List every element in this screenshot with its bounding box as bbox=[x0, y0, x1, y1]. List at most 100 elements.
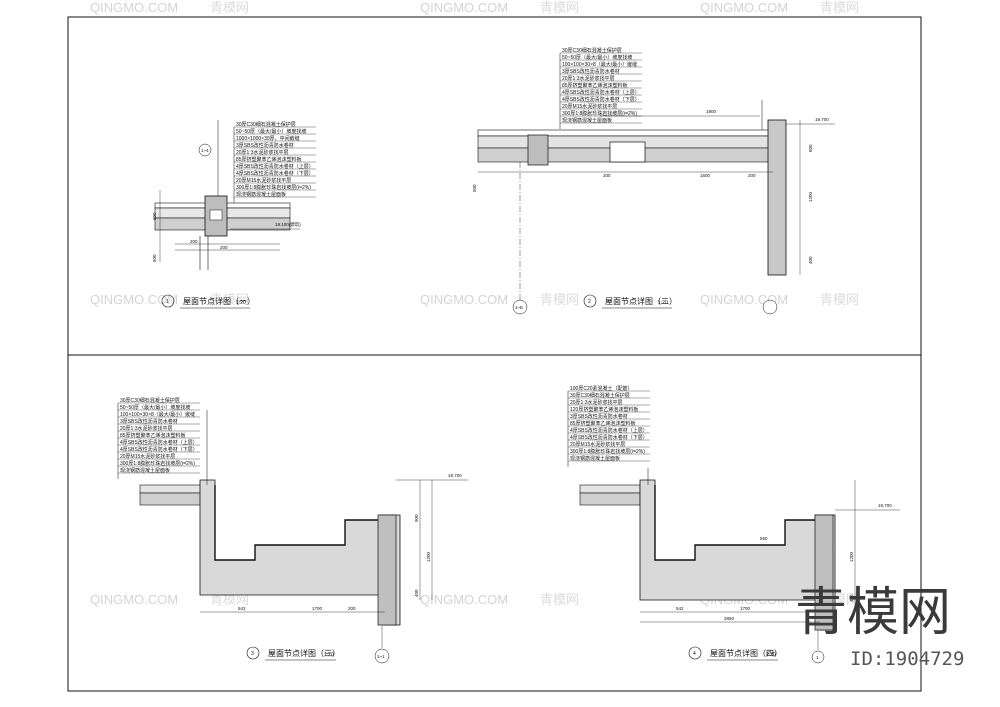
layer-callout-text: 1000×1000×30厚，中间嵌缝 bbox=[236, 135, 300, 142]
layer-callout-text: 20厚M15水泥砂浆找平层 bbox=[120, 453, 175, 460]
detail-2: 30厚C30细石混凝土保护层50~50厚（最大/最小）坡度找坡100×100×3… bbox=[472, 47, 835, 315]
d3-dim-d: 900 bbox=[414, 514, 419, 522]
layer-callout-text: 3厚SBS改性沥青防水卷材 bbox=[570, 413, 628, 420]
watermark-chinese: 青模网 bbox=[540, 293, 579, 308]
d1-dim-b: 200 bbox=[220, 245, 228, 250]
detail-1-layer-callouts: 30厚C30细石混凝土保护层50~50厚（最大/最小）坡度找坡1000×1000… bbox=[233, 121, 316, 203]
watermark-latin: QINGMO.COM bbox=[90, 292, 178, 307]
d2-dim-d: 200 bbox=[748, 173, 756, 178]
detail-4: 100厚C20素混凝土（配筋）30厚C30细石混凝土保护层20厚1:3水泥砂浆找… bbox=[567, 385, 900, 664]
detail-4-number: 4 bbox=[693, 651, 696, 657]
detail-2-layer-callouts: 30厚C30细石混凝土保护层50~50厚（最大/最小）坡度找坡100×100×3… bbox=[559, 47, 642, 129]
detail-4-scale: 1:20 bbox=[766, 652, 776, 658]
layer-callout-text: 85厚挤塑聚苯乙烯泡沫塑料板 bbox=[562, 82, 628, 89]
layer-callout-text: 30厚C30细石混凝土保护层 bbox=[120, 397, 180, 404]
layer-callout-text: 300厚1:8膨胀珍珠岩找坡层(i=2%) bbox=[562, 110, 637, 117]
d3-dim-b: 1700 bbox=[312, 606, 323, 611]
detail-3-number-circle bbox=[246, 646, 260, 660]
d3-dim-e: 1200 bbox=[426, 551, 431, 562]
d4-dim-e: 1200 bbox=[849, 551, 854, 562]
layer-callout-text: 20厚M15水泥砂浆找平层 bbox=[236, 177, 291, 184]
layer-callout-text: 20厚1:3水泥砂浆找平层 bbox=[570, 399, 623, 406]
detail-4-title: 屋面节点详图（四） bbox=[710, 648, 782, 658]
detail-3-title: 屋面节点详图（三） bbox=[268, 648, 340, 658]
layer-callout-text: 20厚1:3水泥砂浆找平层 bbox=[120, 425, 173, 432]
watermark-chinese: 青模网 bbox=[540, 1, 579, 16]
drawing-frame bbox=[67, 16, 922, 692]
watermark-chinese: 青模网 bbox=[210, 293, 249, 308]
layer-callout-text: 50~50厚（最大/最小）坡度找坡 bbox=[236, 128, 306, 135]
watermark-chinese: 青模网 bbox=[820, 293, 859, 308]
d2-grid-bubble: 1~E bbox=[515, 305, 523, 310]
layer-callout-text: 30厚C30细石混凝土保护层 bbox=[570, 392, 630, 399]
d2-dim-h: 400 bbox=[808, 256, 813, 264]
detail-2-number: 2 bbox=[588, 299, 591, 305]
d3-dim-a: 542 bbox=[238, 606, 246, 611]
d4-dim-a: 542 bbox=[676, 606, 684, 611]
d3-grid-bubble: 1~1 bbox=[377, 654, 385, 659]
layer-callout-text: 30厚C30细石混凝土保护层 bbox=[562, 47, 622, 54]
d4-dim-f: 400 bbox=[849, 594, 854, 602]
detail-2-title: 屋面节点详图（二） bbox=[605, 296, 677, 306]
d4-dim-d: 550 bbox=[760, 536, 768, 541]
detail-3-number: 3 bbox=[251, 651, 254, 657]
watermark-chinese: 青模网 bbox=[540, 593, 579, 608]
d1-dim-c: 500 bbox=[152, 254, 157, 262]
watermark-latin: QINGMO.COM bbox=[90, 0, 178, 15]
layer-callout-text: 3厚SBS改性沥青防水卷材 bbox=[120, 418, 178, 425]
detail-1-number-circle bbox=[161, 294, 175, 308]
detail-4-layer-callouts: 100厚C20素混凝土（配筋）30厚C30细石混凝土保护层20厚1:3水泥砂浆找… bbox=[567, 385, 650, 467]
d1-dim-d: 600 bbox=[152, 212, 157, 220]
d2-dim-g: 500 bbox=[472, 184, 477, 192]
brand-id: ID:1904729 bbox=[850, 648, 964, 670]
d1-grid-bubble: 1~4 bbox=[201, 148, 209, 153]
layer-callout-text: 4厚SBS改性沥青防水卷材（下层） bbox=[236, 170, 314, 177]
watermark-latin: QINGMO.COM bbox=[420, 0, 508, 15]
detail-3: 30厚C30细石混凝土保护层50~50厚（最大/最小）坡度找坡100×100×3… bbox=[117, 397, 468, 664]
layer-callout-text: 4厚SBS改性沥青防水卷材（上层） bbox=[120, 439, 198, 446]
brand-mark: 青模网 bbox=[795, 583, 951, 643]
layer-callout-text: 50~50厚（最大/最小）坡度找坡 bbox=[120, 404, 190, 411]
d4-grid-bubble: 1 bbox=[816, 655, 819, 660]
layer-callout-text: 100厚C20素混凝土（配筋） bbox=[570, 385, 633, 392]
layer-callout-text: 100×100×30×8（最大/最小）嵌缝 bbox=[562, 61, 637, 68]
watermark-latin: QINGMO.COM bbox=[420, 292, 508, 307]
layer-callout-text: 85厚挤塑聚苯乙烯泡沫塑料板 bbox=[570, 420, 636, 427]
layer-callout-text: 现浇钢筋混凝土屋面板 bbox=[236, 191, 286, 198]
layer-callout-text: 300厚1:8膨胀珍珠岩找坡层(i=2%) bbox=[236, 184, 311, 191]
d4-elevation: 19.700 bbox=[878, 503, 892, 508]
watermark-latin: QINGMO.COM bbox=[700, 0, 788, 15]
layer-callout-text: 85厚挤塑聚苯乙烯泡沫塑料板 bbox=[120, 432, 186, 439]
d1-elevation: 19.100(建筑) bbox=[275, 221, 301, 228]
watermark-latin: QINGMO.COM bbox=[90, 592, 178, 607]
d3-elevation: 19.700 bbox=[448, 473, 462, 478]
layer-callout-text: 50~50厚（最大/最小）坡度找坡 bbox=[562, 54, 632, 61]
d4-dim-c: 2850 bbox=[724, 616, 735, 621]
layer-callout-text: 现浇钢筋混凝土屋面板 bbox=[570, 455, 620, 462]
watermark-chinese: 青模网 bbox=[210, 593, 249, 608]
detail-1-title: 屋面节点详图（一） bbox=[183, 296, 255, 306]
layer-callout-text: 120厚挤塑聚苯乙烯泡沫塑料板 bbox=[570, 406, 638, 413]
layer-callout-text: 85厚挤塑聚苯乙烯泡沫塑料板 bbox=[236, 156, 302, 163]
watermark-latin: QINGMO.COM bbox=[420, 592, 508, 607]
detail-2-scale: 1:20 bbox=[658, 300, 668, 306]
layer-callout-text: 3厚SBS改性沥青防水卷材 bbox=[562, 68, 620, 75]
detail-2-number-circle bbox=[583, 294, 597, 308]
layer-callout-text: 4厚SBS改性沥青防水卷材（上层） bbox=[570, 427, 648, 434]
d3-dim-f: 400 bbox=[414, 589, 419, 597]
layer-callout-text: 3厚SBS改性沥青防水卷材 bbox=[236, 142, 294, 149]
d1-dim-a: 200 bbox=[190, 239, 198, 244]
layer-callout-text: 20厚1:3水泥砂浆找平层 bbox=[562, 75, 615, 82]
watermark-chinese: 青模网 bbox=[210, 1, 249, 16]
detail-3-scale: 1:20 bbox=[324, 652, 334, 658]
detail-1-number: 1 bbox=[166, 299, 169, 305]
layer-callout-text: 4厚SBS改性沥青防水卷材（上层） bbox=[236, 163, 314, 170]
layer-callout-text: 4厚SBS改性沥青防水卷材（下层） bbox=[570, 434, 648, 441]
d2-dim-a: 1900 bbox=[706, 109, 717, 114]
layer-callout-text: 4厚SBS改性沥青防水卷材（下层） bbox=[562, 96, 640, 103]
layer-callout-text: 20厚1:3水泥砂浆找平层 bbox=[236, 149, 289, 156]
layer-callout-text: 现浇钢筋混凝土屋面板 bbox=[120, 467, 170, 474]
detail-3-layer-callouts: 30厚C30细石混凝土保护层50~50厚（最大/最小）坡度找坡100×100×3… bbox=[117, 397, 200, 479]
layer-callout-text: 4厚SBS改性沥青防水卷材（下层） bbox=[120, 446, 198, 453]
detail-1: 30厚C30细石混凝土保护层50~50厚（最大/最小）坡度找坡1000×1000… bbox=[152, 120, 316, 309]
